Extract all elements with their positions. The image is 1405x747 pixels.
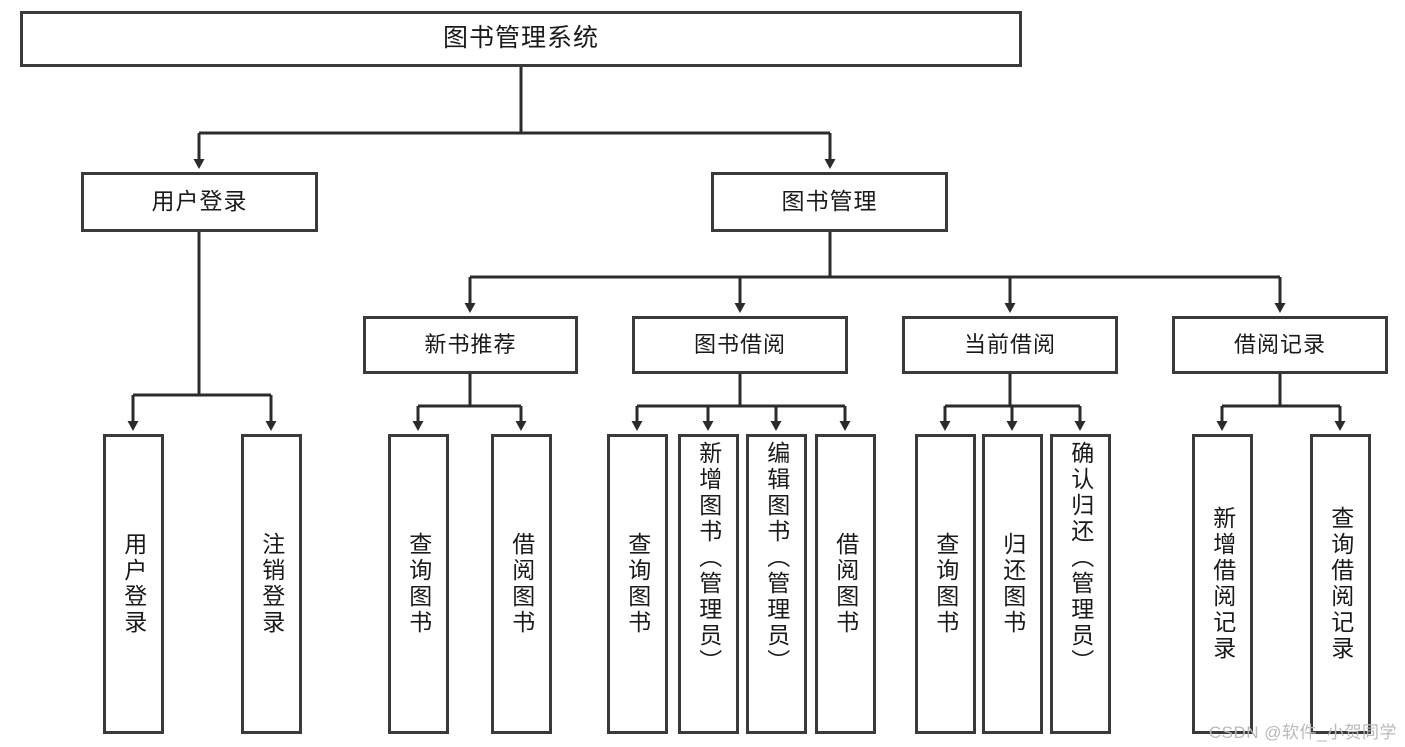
node-current-borrowing[interactable]: 当前借阅: [902, 316, 1118, 374]
node-label: 新增借阅记录: [1209, 506, 1236, 662]
leaf-book-borrow-add-book-admin[interactable]: 新增图书（管理员）: [678, 434, 739, 734]
node-root-book-management-system[interactable]: 图书管理系统: [20, 11, 1022, 67]
leaf-current-borrow-confirm-return-admin[interactable]: 确认归还（管理员）: [1050, 434, 1111, 734]
leaf-user-login-logout[interactable]: 注销登录: [241, 434, 302, 734]
leaf-current-borrow-return-book[interactable]: 归还图书: [982, 434, 1043, 734]
node-label: 图书管理系统: [442, 24, 599, 53]
leaf-user-login-login[interactable]: 用户登录: [103, 434, 164, 734]
node-label: 新增图书（管理员）: [695, 441, 722, 675]
leaf-book-borrow-query-book[interactable]: 查询图书: [607, 434, 668, 734]
watermark-text: CSDN @软件_小贺同学: [1208, 723, 1397, 742]
node-label: 借阅记录: [1233, 332, 1326, 358]
leaf-book-borrow-borrow-book[interactable]: 借阅图书: [815, 434, 876, 734]
node-label: 查询图书: [624, 532, 651, 636]
leaf-new-book-query-book[interactable]: 查询图书: [388, 434, 449, 734]
node-label: 用户登录: [120, 532, 147, 636]
leaf-new-book-borrow-book[interactable]: 借阅图书: [491, 434, 552, 734]
node-label: 查询借阅记录: [1327, 506, 1354, 662]
node-borrow-records[interactable]: 借阅记录: [1172, 316, 1388, 374]
node-label: 借阅图书: [832, 532, 859, 636]
node-user-login[interactable]: 用户登录: [81, 172, 318, 232]
node-book-borrowing[interactable]: 图书借阅: [632, 316, 848, 374]
leaf-borrow-record-query-record[interactable]: 查询借阅记录: [1310, 434, 1371, 734]
leaf-book-borrow-edit-book-admin[interactable]: 编辑图书（管理员）: [746, 434, 807, 734]
node-label: 图书管理: [781, 188, 878, 215]
node-label: 注销登录: [258, 532, 285, 636]
node-label: 借阅图书: [508, 532, 535, 636]
node-label: 归还图书: [999, 532, 1026, 636]
node-label: 图书借阅: [693, 332, 786, 358]
node-label: 编辑图书（管理员）: [763, 441, 790, 675]
node-label: 新书推荐: [424, 332, 517, 358]
node-label: 查询图书: [405, 532, 432, 636]
node-label: 用户登录: [151, 188, 248, 215]
node-new-book-recommendation[interactable]: 新书推荐: [363, 316, 578, 374]
node-book-management[interactable]: 图书管理: [711, 172, 948, 232]
leaf-current-borrow-query-book[interactable]: 查询图书: [915, 434, 976, 734]
leaf-borrow-record-add-record[interactable]: 新增借阅记录: [1192, 434, 1253, 734]
node-label: 确认归还（管理员）: [1067, 441, 1094, 675]
node-label: 查询图书: [932, 532, 959, 636]
node-label: 当前借阅: [963, 332, 1056, 358]
